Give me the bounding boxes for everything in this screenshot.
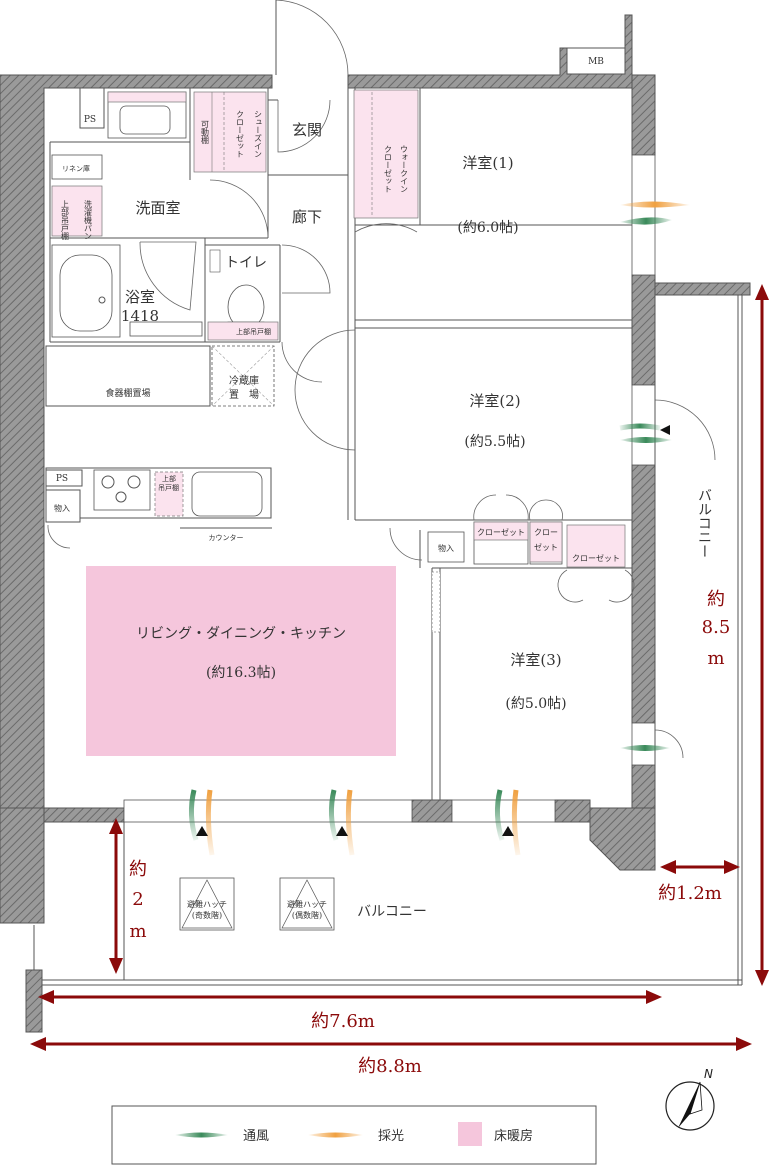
legend: 通風 採光 床暖房 [111,1105,597,1165]
legend-floor-heating-swatch [458,1122,482,1146]
compass-icon [665,1081,715,1131]
compass-label: N [704,1067,713,1081]
kitchen-sink [191,471,263,517]
kitchen-shelf-label-2: 吊戸棚 [158,483,179,492]
closet-b-label-1: クロー [534,528,558,537]
storage-box [427,531,465,563]
washer-label: 洗濯機パン [84,199,93,240]
mb-label: MB [588,57,604,67]
upper-shelf-label: 上部吊戸棚 [61,200,70,241]
closet-c [566,524,626,568]
legend-daylight-icon [308,1132,363,1138]
dim-vertical-2: 8.5 [702,617,731,638]
fridge-space [211,345,275,407]
mb-box [566,47,626,75]
dim-vertical-3: m [707,648,724,669]
western2-size: (約5.5帖) [464,434,525,450]
closet-b-label-2: ゼット [534,542,558,552]
movable-shelf-label: 可動棚 [201,120,210,145]
legend-floor-heating: 床暖房 [494,1128,533,1144]
dim-width-inner: 約7.6m [311,1011,375,1032]
western2-label: 洋室(2) [469,392,520,410]
fridge-label-2: 置 場 [229,388,259,401]
balcony-outline [33,295,743,986]
dish-shelf-label: 食器棚置場 [105,387,150,399]
hallway-label: 廊下 [292,208,322,226]
western1-label: 洋室(1) [462,154,513,172]
hatch-even-label-2: (偶数階) [292,910,322,920]
shoes-closet-label: クローゼット [236,110,245,158]
balcony-front-label: バルコニー [357,904,427,920]
legend-ventilation: 通風 [243,1129,269,1144]
entrance-label: 玄関 [292,121,322,139]
balcony-side-label: バルコニー [696,488,712,558]
hatch-odd-label-2: (奇数階) [192,910,222,920]
western1-size: (約6.0帖) [457,220,518,236]
closet-a-label: クローゼット [477,527,525,537]
walk-in-closet-label: クローゼット [384,145,393,193]
interior-doors[interactable] [47,99,716,759]
dim-width-outer: 約8.8m [358,1056,422,1077]
dimension-lines [30,284,769,1051]
shoes-in-closet [193,91,267,173]
bath-tub [51,244,203,338]
storage-label-kitchen: 物入 [54,503,70,513]
walk-in-closet [353,89,419,219]
fridge-label-1: 冷蔵庫 [229,374,259,387]
dim-front-depth-3: m [129,921,146,942]
western3-size: (約5.0帖) [505,696,566,712]
linen-label: リネン庫 [62,164,90,173]
closet-c-label: クローゼット [572,553,620,563]
dim-front-depth-2: 2 [132,889,143,910]
evac-hatch-even [279,877,335,931]
legend-daylight: 採光 [378,1129,404,1144]
kitchen-shelf-label-1: 上部 [162,474,176,483]
toilet-shelf-label: 上部吊戸棚 [236,327,271,336]
ldk-size: (約16.3帖) [206,665,276,681]
ps-label-kitchen: PS [56,474,68,484]
western3-label: 洋室(3) [510,651,561,669]
ldk-label: リビング・ダイニング・キッチン [136,626,346,642]
shoes-in-label: シューズイン [254,110,263,158]
legend-ventilation-icon [175,1132,228,1138]
dim-side-width: 約1.2m [658,883,722,904]
walk-in-label: ウォークイン [400,145,409,193]
linen-box [51,154,103,180]
bath-size-label: 1418 [121,307,159,325]
toilet-label: トイレ [225,255,267,271]
ps-label-top: PS [84,115,96,125]
stove [93,469,151,511]
sliding-door[interactable] [431,571,441,633]
washer-pan [51,185,103,237]
storage-label-hall: 物入 [438,543,454,553]
ventilation-daylight-markers [188,201,690,856]
entrance-door[interactable] [275,0,349,76]
counter-label: カウンター [209,533,244,542]
toilet-fixture [207,249,279,341]
washroom-label: 洗面室 [135,199,180,217]
kitchen-upper-shelf [154,471,184,517]
washbasin [107,91,187,139]
dim-vertical-1: 約 [707,589,725,610]
hatch-odd-label-1: 避難ハッチ [187,899,227,909]
dim-front-depth-1: 約 [129,859,147,880]
floor-heating-area [86,566,396,756]
hatch-even-label-1: 避難ハッチ [287,899,327,909]
evac-hatch-odd [179,877,235,931]
bath-label: 浴室 [125,288,155,306]
